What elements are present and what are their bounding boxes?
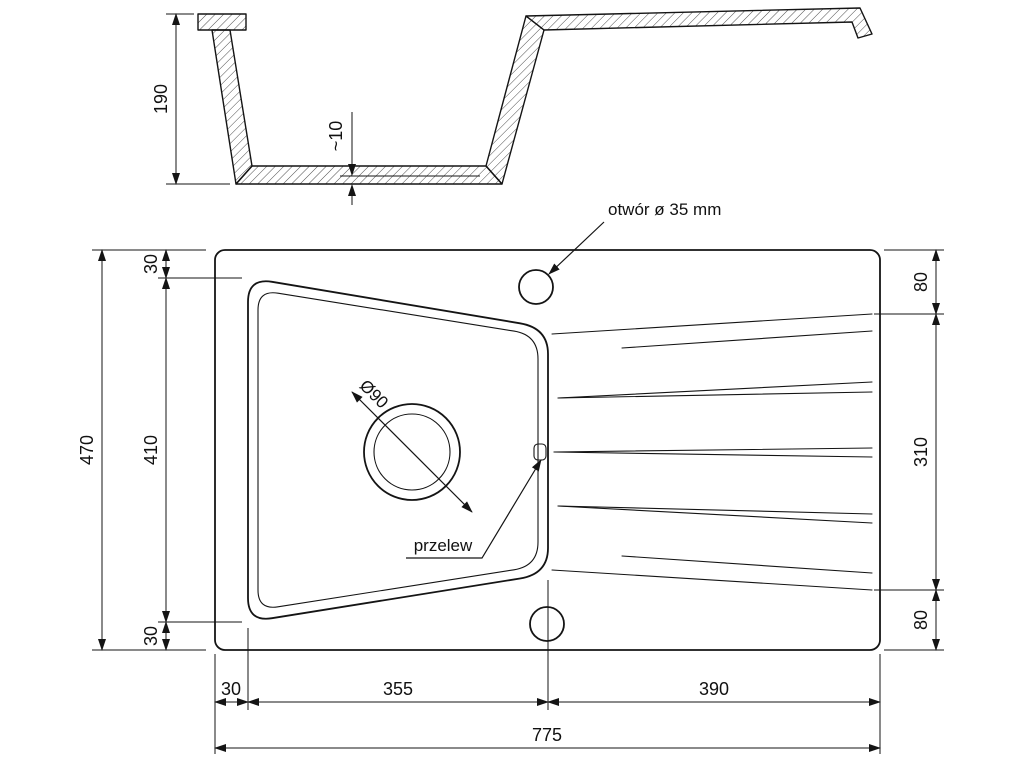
dim-label-top-margin: 30: [141, 254, 161, 274]
drainboard-groove-line: [557, 391, 873, 399]
drainboard-groove-line: [551, 569, 873, 591]
overflow-label: przelew: [414, 536, 473, 555]
dim-label-total-width: 775: [532, 725, 562, 745]
tap-hole-bottom: [529, 606, 565, 642]
bowl-outer-edge: [247, 280, 549, 620]
drainboard-groove-line: [557, 381, 873, 399]
hole-label: otwór ø 35 mm: [608, 200, 721, 219]
drainboard-groove-line: [557, 505, 873, 524]
dims-left: 470 30 410 30: [77, 249, 242, 651]
dim-label-depth: 190: [151, 84, 171, 114]
overflow-leader-arrow: [406, 459, 542, 559]
tap-hole-top: [518, 269, 554, 305]
drainboard-groove-line: [551, 313, 873, 335]
drainboard-groove-line: [557, 505, 873, 515]
dim-label-left-margin: 30: [221, 679, 241, 699]
drainboard-groove-line: [621, 330, 873, 349]
dims-bottom: 30 355 390 775: [214, 580, 881, 754]
drainboard-groove-line: [621, 555, 873, 574]
drainboard-groove-line: [553, 447, 873, 453]
section-bottom-slab: [235, 165, 503, 185]
drainboard-grooves: [551, 313, 873, 591]
dim-label-thickness: ~10: [326, 121, 346, 152]
dim-label-bottom-margin: 30: [141, 626, 161, 646]
dim-label-drainboard-height: 310: [911, 437, 931, 467]
drain-diameter-line: [351, 391, 473, 513]
dim-label-bowl-width: 355: [383, 679, 413, 699]
hole-leader-arrow: [548, 221, 605, 275]
section-left-rim: [197, 13, 247, 31]
dim-label-bowl-height: 410: [141, 435, 161, 465]
plan-view: Ø90 otwór ø 35 mm przelew: [77, 200, 944, 754]
section-view: 190 ~10: [151, 7, 873, 205]
dim-label-right-top: 80: [911, 272, 931, 292]
dim-label-right-bottom: 80: [911, 610, 931, 630]
dim-section-depth: 190: [151, 13, 230, 185]
dims-right: 80 310 80: [874, 249, 944, 651]
drainboard-groove-line: [553, 451, 873, 458]
section-drainboard-slab: [525, 7, 873, 39]
bowl-inner-edge: [257, 292, 539, 608]
dim-section-thickness: ~10: [326, 112, 356, 205]
dim-label-total-height: 470: [77, 435, 97, 465]
dim-label-drainboard-width: 390: [699, 679, 729, 699]
